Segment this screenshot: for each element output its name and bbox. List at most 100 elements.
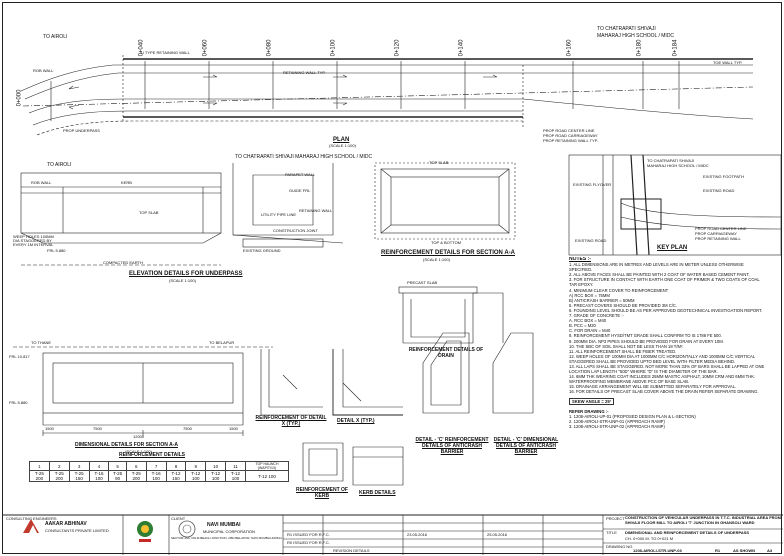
chainage-label: 0+180 (636, 39, 643, 57)
note-line: A) RCC BOX = 75MM (569, 292, 610, 298)
note-line: 10. THE SBC OF SOIL SHALL NOT BE LESS TH… (569, 343, 684, 349)
elevation-scale: (SCALE 1:100) (169, 278, 196, 283)
reinf-bar: T-16 100 (145, 470, 167, 482)
reinf-bottom-label: TOP & BOTTOM (431, 240, 462, 245)
plan-label: TOE WALL TYP. (713, 60, 743, 65)
reinf-bar: T-16 100 (88, 470, 110, 482)
chainage-label: 0+160 (566, 39, 573, 57)
drawing-scale: AS SHOWN (733, 548, 755, 553)
consultant-label: CONSULTING ENGINEERS (6, 516, 57, 521)
reinf-no: 6 (125, 461, 147, 471)
detail-x-reinf-title: REINFORCEMENT OF DETAIL X (TYP.) (255, 415, 327, 427)
plan-road-bottom-edge (32, 110, 523, 126)
key-label: EXISTING ROAD (703, 188, 735, 193)
chainage-label: 0+184 (672, 39, 679, 57)
plan-road-top-edge (20, 64, 753, 92)
drawing-title-sub: CH. 0+000 M. TO 0+021 M (625, 536, 674, 541)
chainage-label: 0+100 (330, 39, 337, 57)
note-line: A. RCC BOX = M40 (569, 318, 607, 324)
drawing-no-label: DRAWING NO. (606, 544, 634, 549)
notes-heading: NOTES :- (569, 257, 591, 262)
reinf-bar: T-12 150 (165, 470, 187, 482)
plan-to-airoli: TO AIROLI (43, 34, 68, 40)
reinf-no: 3 (68, 461, 90, 471)
reinf-no: 4 (88, 461, 110, 471)
reinf-no: 9 (185, 461, 207, 471)
refer-heading: REFER DRAWING :- (569, 408, 609, 414)
reinf-table-title: REINFORCEMENT DETAILS (119, 452, 186, 458)
note-line: 7. GRADE OF CONCRETE :- (569, 313, 624, 319)
key-label: EXISTING FLYOVER (573, 182, 612, 187)
reinf-bar: T-25 150 (68, 470, 90, 482)
detail-x-title: DETAIL X (TYP.) (337, 418, 375, 424)
kerb-details-title: KERB DETAILS (359, 490, 396, 496)
reinf-no: 11 (225, 461, 246, 471)
drain-title: REINFORCEMENT DETAILS OF DRAIN (408, 347, 484, 359)
refer-line: 1. 1208-AIROLI-UP-01 (PROPOSED DESIGN PL… (569, 413, 696, 419)
title-label: TITLE (606, 530, 617, 535)
revision-row: R0 ISSUED FOR R.F.C. (287, 540, 330, 545)
key-plan-title: KEY PLAN (657, 245, 688, 251)
elev-label: WEEP HOLES 100MM DIA STAGGERED BY EVERY … (13, 234, 54, 247)
section-dim: 7500 (93, 426, 102, 431)
skew-angle: SKEW ANGLE = 25° (569, 397, 615, 405)
note-line: 16. FOR DETAILS OF PRECAST SLAB COVER AB… (569, 389, 759, 395)
plan-to-chatrapati: TO CHATRAPATI SHIVAJI (597, 26, 656, 32)
note-line: B) ANTICRASH BARRIER = 50MM (569, 297, 635, 303)
drawing-graphics (3, 55, 783, 555)
note-line: 1. ALL DIMENSIONS ARE IN METRES AND LEVE… (569, 262, 744, 268)
plan-label: PROP RETAINING WALL TYP. (543, 138, 598, 143)
detail-c-reinf-title: DETAIL - 'C' REINFORCEMENT DETAILS OF AN… (415, 437, 489, 455)
plan-title: PLAN (333, 137, 350, 143)
section-aa-title: DIMENSIONAL DETAILS FOR SECTION A-A (75, 442, 178, 448)
revision-date: 23.05.2016 (407, 532, 428, 537)
consultant-name: AAKAR ABHINAV (45, 521, 87, 527)
note-line: STAGGERED SHALL BE PROVIDED UPTO BED LEV… (569, 358, 736, 364)
drawing-rev: R1 (715, 548, 721, 553)
section-frl-top: FRL 10.817 (9, 354, 30, 359)
refer-line: 3. 1208-AIROLI-STR-UNP-02 (APPROACH RAMP… (569, 424, 665, 429)
chainage-label: 0+080 (266, 39, 273, 57)
reinf-section-scale: (SCALE 1:100) (423, 257, 450, 262)
reinf-bar: T-25 200 (29, 470, 50, 482)
section-dim: 12000 (133, 434, 145, 439)
plan-label: PROP UNDERPASS (63, 128, 100, 133)
note-line: 8. REINFORCEMENT HYSD/TMT GRADE SHALL CO… (569, 333, 722, 339)
key-label: TO CHATRAPATI SHIVAJI (647, 158, 694, 163)
reinf-no: 10 (205, 461, 227, 471)
section-dim: 1500 (45, 426, 54, 431)
chainage-label: 0+140 (458, 39, 465, 57)
revision-label: REVISION DETAILS (333, 548, 370, 553)
key-label: PROP CARRIAGEWAY (695, 231, 737, 236)
client-logo (137, 521, 153, 542)
client-addr: SECTOR-15A, PALM BEACH JUNCTION, CBD BEL… (171, 536, 282, 540)
elev-label: GUIDE FRL (289, 188, 311, 193)
elev-label: COMPACTED EARTH (103, 260, 143, 265)
drawing-size: A3 (767, 548, 773, 553)
note-line: TAR EPOXY. (569, 282, 594, 288)
plan-maharaj-school: MAHARAJ HIGH SCHOOL / MIDC (597, 33, 675, 39)
note-line: 5. PRECAST COVERS SHOULD BE PROVIDED 3M … (569, 302, 678, 308)
reinf-no: 5 (108, 461, 127, 471)
note-line: 15. DRAINAGE ARRANGEMENT WILL BE SUBMITT… (569, 384, 737, 390)
elevation-title: ELEVATION DETAILS FOR UNDERPASS (129, 271, 243, 277)
plan-road-inner-bottom (28, 98, 754, 120)
kerb-reinf-title: REINFORCEMENT OF KERB (296, 487, 348, 499)
reinf-table-row-numbers: 1 2 3 4 5 6 7 8 9 10 11 TOP HAUNCH (WAPI… (29, 461, 290, 471)
plan-label: PROP ROAD CENTER LINE (543, 128, 595, 133)
note-line: 12. WEEP HOLES OF 100MM DIA AT 1000MM C/… (569, 353, 756, 359)
drain-label: PRECAST SLAB (407, 280, 438, 285)
seal-logo (178, 520, 196, 538)
project-label: PROJECT (606, 516, 625, 521)
key-label: PROP RETAINING WALL (695, 236, 741, 241)
elev-label: UTILITY PIPE LINE (261, 212, 297, 217)
reinf-bar: T-25 200 (48, 470, 70, 482)
reinf-no: TOP HAUNCH (WAPITI13) (244, 461, 290, 471)
note-line: 11. ALL REINFORCEMENT SHALL BE FIBER TRE… (569, 348, 677, 354)
elev-label: EXISTING GROUND (243, 248, 281, 253)
note-line: 2. ALL ABOVE FACES SHALL BE PAINTED WITH… (569, 272, 750, 278)
reinf-top-label: TOP SLAB (429, 160, 449, 165)
notes-block: NOTES :- 1. ALL DIMENSIONS ARE IN METRES… (569, 257, 781, 429)
reinforcement-table: 1 2 3 4 5 6 7 8 9 10 11 TOP HAUNCH (WAPI… (29, 461, 290, 482)
project-text: CONSTRUCTION OF VEHICULAR UNDERPASS IN T… (625, 515, 782, 525)
